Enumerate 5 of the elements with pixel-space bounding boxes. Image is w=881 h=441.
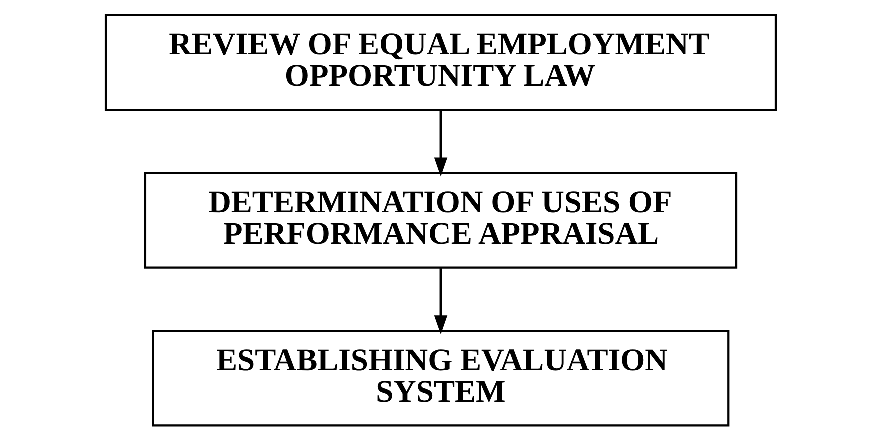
node-box: ESTABLISHING EVALUATION SYSTEM <box>152 330 730 427</box>
node-box: REVIEW OF EQUAL EMPLOYMENT OPPORTUNITY LAW <box>104 14 777 112</box>
node-box: DETERMINATION OF USES OF PERFORMANCE APPRAISAL <box>144 172 738 269</box>
arrow <box>434 268 448 335</box>
arrow <box>434 110 448 177</box>
